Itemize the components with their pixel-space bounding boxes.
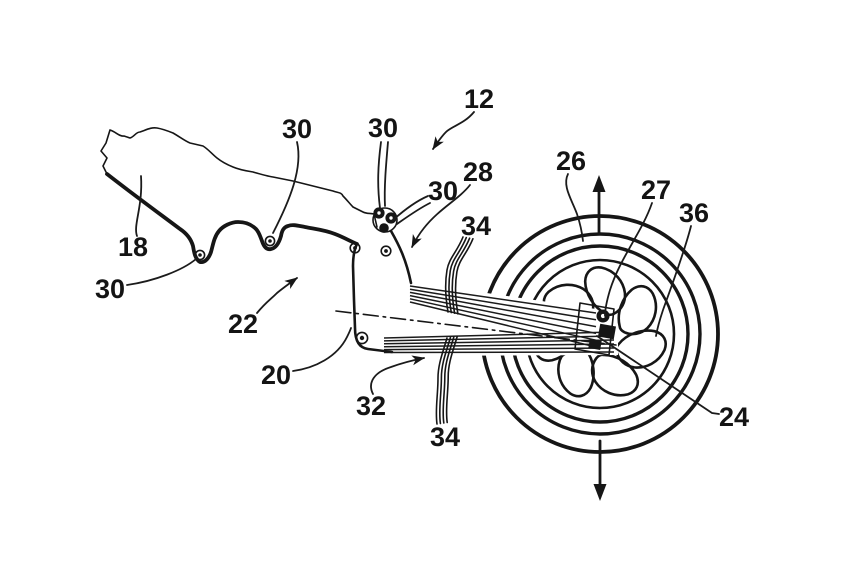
axle-bolt-center (600, 313, 606, 319)
leaf-line (409, 294, 597, 335)
leader-36 (655, 225, 692, 337)
plate-left-edge (351, 242, 394, 354)
force-arrow-down (593, 439, 607, 501)
pointer-arrow-32 (370, 355, 425, 395)
plate-top-sweep (389, 229, 413, 285)
leaf-line (383, 331, 615, 339)
plate-pivot-hole-center (384, 249, 388, 253)
ref-30-lower-left: 30 (95, 274, 125, 304)
plate-lower-hole-center (359, 335, 365, 341)
ref-30-right: 30 (428, 176, 458, 206)
frame-bottom-edge (105, 172, 359, 265)
plate-lower-hole (355, 331, 369, 345)
leader-27 (604, 202, 653, 317)
axis-centerline (335, 310, 617, 346)
ref-26: 26 (556, 146, 586, 176)
pointer-arrow-28 (411, 184, 471, 248)
leader-18 (135, 175, 143, 237)
leader-30-right-a (392, 195, 429, 221)
leader-30-top-mid-b (383, 141, 389, 207)
clamp-block (597, 323, 617, 340)
clamp-outline (574, 302, 615, 356)
force-arrow-up (592, 175, 606, 234)
ref-32: 32 (356, 391, 386, 421)
spoke-cutout (617, 284, 658, 336)
flex-line (445, 335, 458, 424)
vehicle-frame (100, 127, 375, 265)
leaf-line (409, 285, 597, 314)
flex-line (438, 336, 452, 425)
flex-line (454, 238, 474, 315)
ref-34-lower: 34 (430, 422, 460, 452)
leaf-line (383, 351, 615, 354)
leaf-line (409, 291, 597, 328)
flex-line (435, 337, 448, 425)
force-arrow-down-head (593, 484, 607, 501)
flexible-lines-upper (444, 236, 474, 315)
flex-line (451, 237, 471, 314)
force-arrow-up-head (592, 175, 606, 192)
ref-34-upper: 34 (461, 211, 491, 241)
frame-top-outline (100, 127, 375, 215)
leader-30-top-mid-a (377, 141, 382, 209)
pointer-arrow-22 (256, 277, 298, 314)
frame-mount-bolt-center (198, 253, 202, 257)
ref-18: 18 (118, 232, 148, 262)
leaf-line (409, 288, 597, 321)
leader-lines (126, 111, 720, 415)
plate-pivot-hole (349, 242, 361, 254)
flexible-lines-lower (435, 335, 458, 425)
flex-line (442, 336, 455, 424)
frame-mount-bolt-center (268, 239, 272, 243)
ref-28: 28 (463, 157, 493, 187)
leader-20 (292, 327, 352, 372)
reference-numerals: 18 30 30 30 12 30 28 34 26 27 36 22 20 3… (95, 84, 749, 452)
cluster-bolt-center (377, 211, 381, 215)
ref-24: 24 (719, 402, 749, 432)
swingarm-plate (349, 213, 413, 354)
spoke-cutout (590, 353, 640, 397)
leader-24 (596, 335, 720, 415)
pointer-arrow-12 (432, 111, 475, 150)
ref-22: 22 (228, 309, 258, 339)
ref-12: 12 (464, 84, 494, 114)
leader-26 (565, 173, 584, 242)
ref-30-top-mid: 30 (368, 113, 398, 143)
plate-pivot-hole-center (353, 246, 357, 250)
frame-mount-bolt (194, 249, 206, 261)
leader-30-lower-left (126, 258, 197, 286)
pivot-bolt-cluster (372, 207, 398, 233)
ref-30-top-left: 30 (282, 114, 312, 144)
flex-line (444, 236, 464, 313)
cluster-bolt (379, 223, 389, 233)
leader-30-top-left (272, 141, 300, 234)
hub-clamp (574, 302, 617, 356)
leaf-spring-upper-pack (409, 285, 597, 348)
ref-20: 20 (261, 360, 291, 390)
plate-pivot-hole (380, 245, 392, 257)
flex-line (448, 236, 468, 314)
ref-27: 27 (641, 175, 671, 205)
cluster-bolt-center (389, 216, 393, 220)
leader-30-right-b (396, 202, 431, 225)
frame-mount-bolt (264, 235, 276, 247)
ref-36: 36 (679, 198, 709, 228)
